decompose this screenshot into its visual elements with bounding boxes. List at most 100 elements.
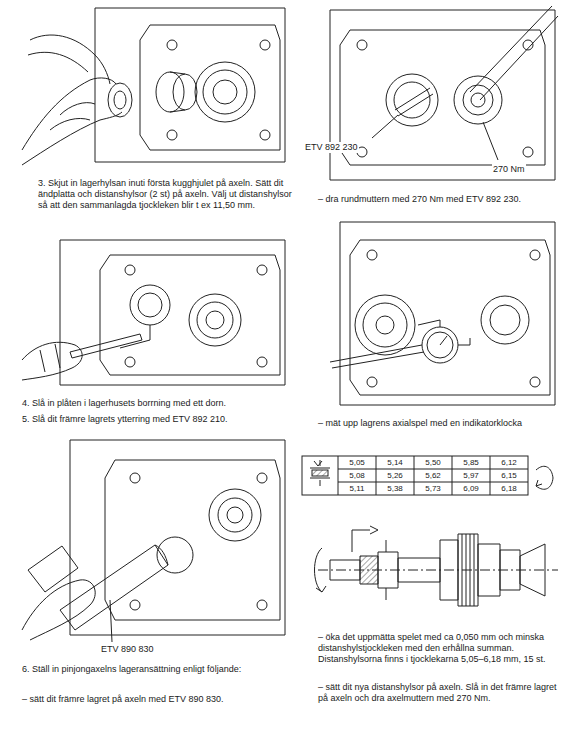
- table-cell: 6,12: [490, 457, 528, 469]
- dial-indicator-illustration-part: [481, 296, 529, 344]
- bearing-drift-illustration-part: [209, 489, 261, 541]
- dial-indicator-illustration-part: [355, 295, 415, 355]
- bearing-drift-illustration-part: [105, 460, 280, 620]
- housing-punch-illustration-part: [189, 294, 241, 346]
- torque-wrench-illustration-part: [340, 30, 545, 165]
- housing-punch-illustration-part: [100, 255, 280, 375]
- housing-punch-illustration-part: [197, 302, 233, 338]
- table-cell: 5,50: [414, 457, 452, 469]
- torque-wrench-illustration: [330, 6, 558, 180]
- housing-punch-illustration: [22, 240, 285, 385]
- torque-wrench-illustration-part: [394, 82, 430, 118]
- torque-wrench-illustration-part: [357, 40, 367, 50]
- bearing-drift-illustration-part: [60, 545, 168, 630]
- table-cell: 5,97: [452, 470, 490, 482]
- housing-punch-illustration-part: [60, 240, 285, 385]
- torque-wrench-illustration-part: [395, 88, 433, 116]
- table-cell: 6,09: [452, 483, 490, 495]
- bearing-drift-illustration-part: [257, 600, 267, 610]
- dial-indicator-illustration-part: [363, 303, 407, 347]
- bearing-drift-illustration-part: [28, 546, 78, 592]
- table-cell: 6,15: [490, 470, 528, 482]
- housing-sleeve-illustration-part: [22, 78, 122, 165]
- dial-indicator-illustration-part: [418, 320, 447, 345]
- spacer-table-grid-part: [338, 469, 528, 482]
- pinion-shaft-sketch-part: [330, 560, 360, 580]
- housing-sleeve-illustration-part: [213, 80, 237, 104]
- torque-wrench-illustration-part: [523, 147, 533, 157]
- pinion-shaft-sketch-part: [318, 570, 558, 571]
- bearing-drift-illustration-part: [257, 473, 267, 483]
- table-cell: 5,14: [376, 457, 414, 469]
- pinion-shaft-sketch-part: [360, 556, 378, 584]
- pinion-shaft-sketch-part: [520, 544, 545, 596]
- housing-sleeve-illustration-part: [50, 103, 95, 130]
- pinion-shaft-sketch-part: [378, 552, 398, 588]
- housing-sleeve-illustration-part: [167, 40, 177, 50]
- dial-indicator-illustration-part: [367, 250, 377, 260]
- bearing-drift-illustration-part: [130, 600, 140, 610]
- instruction-text: – öka det uppmätta spelet med ca 0,050 m…: [318, 632, 558, 665]
- housing-punch-illustration-part: [125, 265, 135, 275]
- housing-punch-illustration-part: [130, 285, 170, 325]
- pinion-shaft-sketch-part: [458, 534, 478, 606]
- tool-label: ETV 890 830: [100, 644, 155, 655]
- housing-sleeve-illustration-part: [170, 72, 185, 112]
- table-cell: 6,18: [490, 483, 528, 495]
- table-cell: 5,11: [338, 483, 376, 495]
- torque-wrench-illustration-part: [372, 115, 398, 138]
- bearing-drift-illustration-part: [70, 440, 285, 635]
- bearing-drift-illustration-part: [155, 545, 168, 565]
- housing-punch-illustration-part: [22, 342, 82, 380]
- bearing-drift-illustration-part: [110, 600, 112, 642]
- housing-punch-illustration-part: [40, 344, 60, 372]
- bearing-drift-illustration: [22, 440, 285, 642]
- torque-wrench-illustration-part: [463, 85, 493, 115]
- instruction-text: – mät upp lagrens axialspel med en indik…: [318, 418, 558, 429]
- dial-indicator-illustration-part: [490, 305, 520, 335]
- spacer-table-grid: [302, 456, 528, 495]
- dial-indicator-illustration-part: [530, 250, 540, 260]
- housing-sleeve-illustration-part: [108, 83, 132, 117]
- dial-indicator-illustration-part: [530, 377, 540, 387]
- housing-punch-illustration-part: [125, 357, 135, 367]
- table-cell: 5,26: [376, 470, 414, 482]
- instruction-text: – sätt dit främre lagret på axeln med ET…: [22, 694, 292, 705]
- tool-label: ETV 892 230: [304, 142, 359, 153]
- housing-sleeve-illustration-part: [173, 74, 197, 110]
- housing-sleeve-illustration-part: [167, 130, 177, 140]
- pinion-shaft-sketch-part: [370, 526, 378, 534]
- housing-sleeve-illustration: [22, 8, 285, 165]
- dial-indicator-illustration-part: [340, 222, 555, 405]
- bearing-drift-illustration-part: [218, 498, 252, 532]
- housing-sleeve-illustration-part: [156, 72, 184, 112]
- housing-punch-illustration-part: [206, 311, 224, 329]
- pinion-shaft-sketch-part: [398, 558, 440, 582]
- housing-sleeve-illustration-part: [260, 130, 270, 140]
- bearing-drift-illustration-part: [157, 537, 193, 573]
- dial-indicator-illustration-part: [350, 240, 550, 395]
- housing-sleeve-illustration-part: [260, 40, 270, 50]
- pinion-shaft-sketch-part: [316, 586, 326, 592]
- spacer-table-grid-part: [310, 460, 330, 486]
- table-cell: 5,85: [452, 457, 490, 469]
- torque-wrench-illustration-part: [470, 6, 558, 100]
- torque-wrench-illustration-part: [483, 122, 498, 160]
- dial-indicator-illustration-part: [458, 338, 470, 345]
- pinion-shaft-sketch-part: [500, 550, 520, 590]
- pinion-shaft-sketch-part: [315, 548, 323, 592]
- dial-indicator-illustration-part: [376, 316, 394, 334]
- bearing-drift-illustration-part: [227, 507, 243, 523]
- rotation-arrow: [536, 466, 553, 489]
- rotation-arrow-part: [536, 480, 542, 486]
- bearing-drift-illustration-part: [130, 473, 140, 483]
- spacer-table-grid-part: [338, 456, 490, 495]
- instruction-text: – sätt dit nya distanshylsor på axeln. S…: [318, 682, 558, 704]
- housing-sleeve-illustration-part: [28, 35, 110, 84]
- housing-sleeve-illustration-part: [114, 91, 126, 109]
- housing-punch-illustration-part: [257, 357, 267, 367]
- rotation-arrow-part: [536, 466, 553, 489]
- table-cell: 5,08: [338, 470, 376, 482]
- spacer-table-grid-part: [302, 456, 528, 495]
- table-cell: 5,73: [414, 483, 452, 495]
